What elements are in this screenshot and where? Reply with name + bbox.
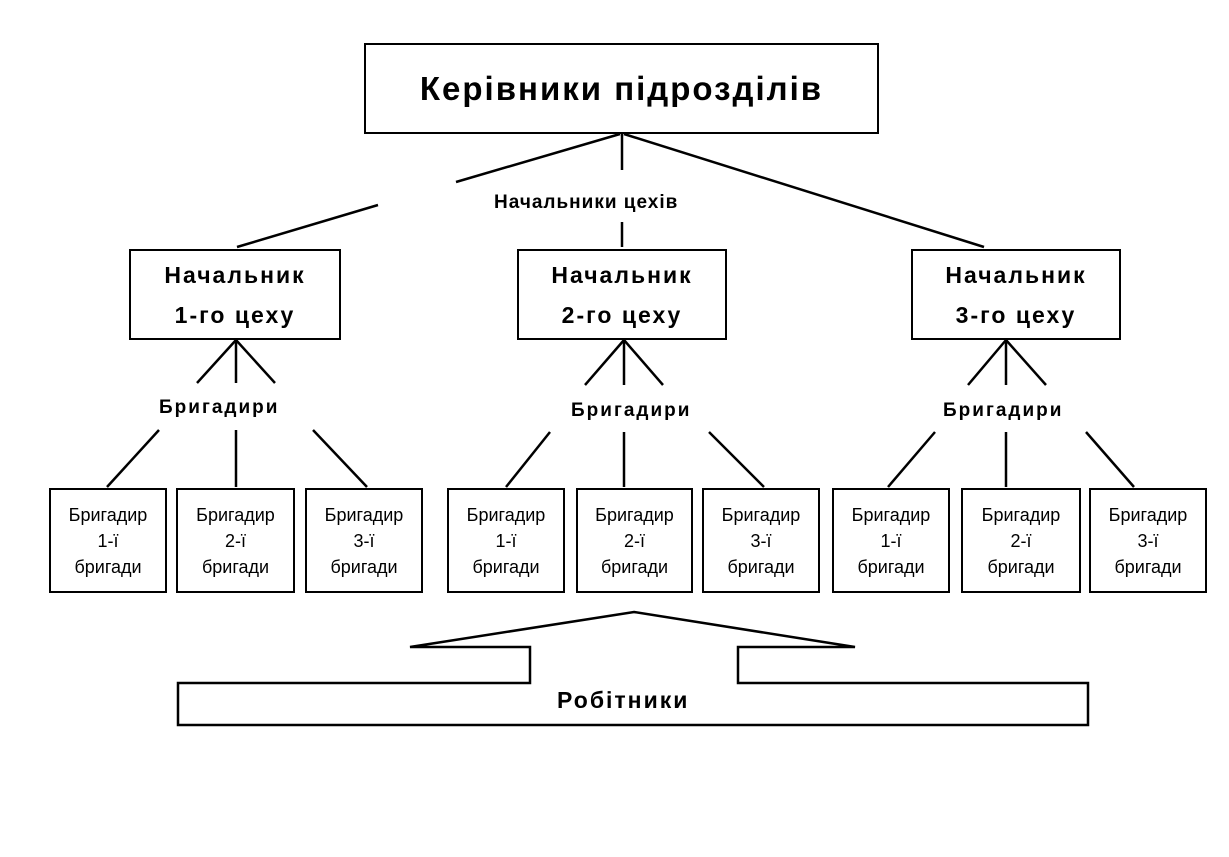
brigade-leader-title: Бригадир [68,504,148,525]
shop-chiefs-label: Начальники цехів [494,192,679,213]
brigade-leader-box: Бригадир 1-ї бригади [832,488,950,593]
shop-chief-1-line1: Начальник [164,261,306,288]
brigade-leader-title: Бригадир [595,504,674,525]
brigade-leader-box: Бригадир 2-ї бригади [961,488,1081,593]
brigadiers-label-shop-1: Бригадири [159,397,280,418]
shop-chief-3-line1: Начальник [945,261,1087,288]
connector-top-to-shop-1 [455,132,621,184]
brigade-word: бригади [74,556,142,577]
connector-shop-3-brigade-3 [1085,431,1135,488]
brigade-word: бригади [600,556,669,577]
brigade-word: бригади [330,556,398,577]
brigade-leader-box: Бригадир 1-ї бригади [49,488,167,593]
brigade-leader-title: Бригадир [981,504,1061,525]
brigade-number: 1-ї [880,530,902,551]
brigade-number: 2-ї [623,530,645,551]
brigade-leader-title: Бригадир [324,504,404,525]
brigade-number: 2-ї [1010,530,1032,551]
shop-chief-1-box: Начальник 1-го цеху [129,249,341,340]
shop-chief-3-line2: 3-го цеху [955,301,1077,328]
shop-chief-2-line2: 2-го цеху [561,301,683,328]
brigade-leader-box: Бригадир 3-ї бригади [702,488,820,593]
connector-shop-1-brigade-3 [312,429,368,488]
brigade-leader-title: Бригадир [1108,504,1188,525]
brigade-word: бригади [727,556,795,577]
brigade-word: бригади [987,556,1055,577]
brigade-number: 2-ї [224,530,246,551]
fork-shop-2 [584,339,625,386]
brigade-leader-box: Бригадир 2-ї бригади [576,488,693,593]
brigade-leader-title: Бригадир [851,504,931,525]
connector-shop-2-brigade-1 [505,431,551,488]
connector-shop-2-brigade-3 [708,431,765,488]
connector-top-to-shop-3 [623,132,985,249]
brigade-word: бригади [201,556,270,577]
shop-chief-2-box: Начальник 2-го цеху [517,249,727,340]
brigade-number: 1-ї [495,530,517,551]
brigade-word: бригади [472,556,540,577]
brigade-number: 1-ї [97,530,119,551]
brigade-number: 3-ї [750,530,772,551]
brigade-leader-box: Бригадир 2-ї бригади [176,488,295,593]
fork-shop-3 [967,339,1007,386]
connector-shop-3-brigade-1 [887,431,936,488]
department-heads-box: Керівники підрозділів [364,43,879,134]
workers-shape [176,610,1090,727]
department-heads-title: Керівники підрозділів [419,69,824,107]
brigade-number: 3-ї [353,530,375,551]
brigade-leader-title: Бригадир [196,504,275,525]
fork-shop-2 [623,339,664,386]
shop-chief-2-line1: Начальник [551,261,693,288]
fork-shop-3 [1005,339,1047,386]
brigade-leader-box: Бригадир 3-ї бригади [1089,488,1207,593]
brigade-leader-title: Бригадир [466,504,546,525]
brigade-leader-title: Бригадир [721,504,801,525]
workers-label: Робітники [557,687,690,713]
shop-chief-1-line2: 1-го цеху [174,301,296,328]
brigadiers-label-shop-3: Бригадири [943,400,1064,421]
brigade-word: бригади [1114,556,1182,577]
brigade-word: бригади [857,556,925,577]
connector-top-to-shop-1 [236,203,379,249]
connector-shop-1-brigade-1 [106,429,160,488]
brigade-leader-box: Бригадир 3-ї бригади [305,488,423,593]
brigade-leader-box: Бригадир 1-ї бригади [447,488,565,593]
fork-shop-1 [196,339,237,384]
shop-chief-3-box: Начальник 3-го цеху [911,249,1121,340]
fork-shop-1 [235,339,276,384]
brigade-number: 3-ї [1137,530,1159,551]
brigadiers-label-shop-2: Бригадири [571,400,692,421]
